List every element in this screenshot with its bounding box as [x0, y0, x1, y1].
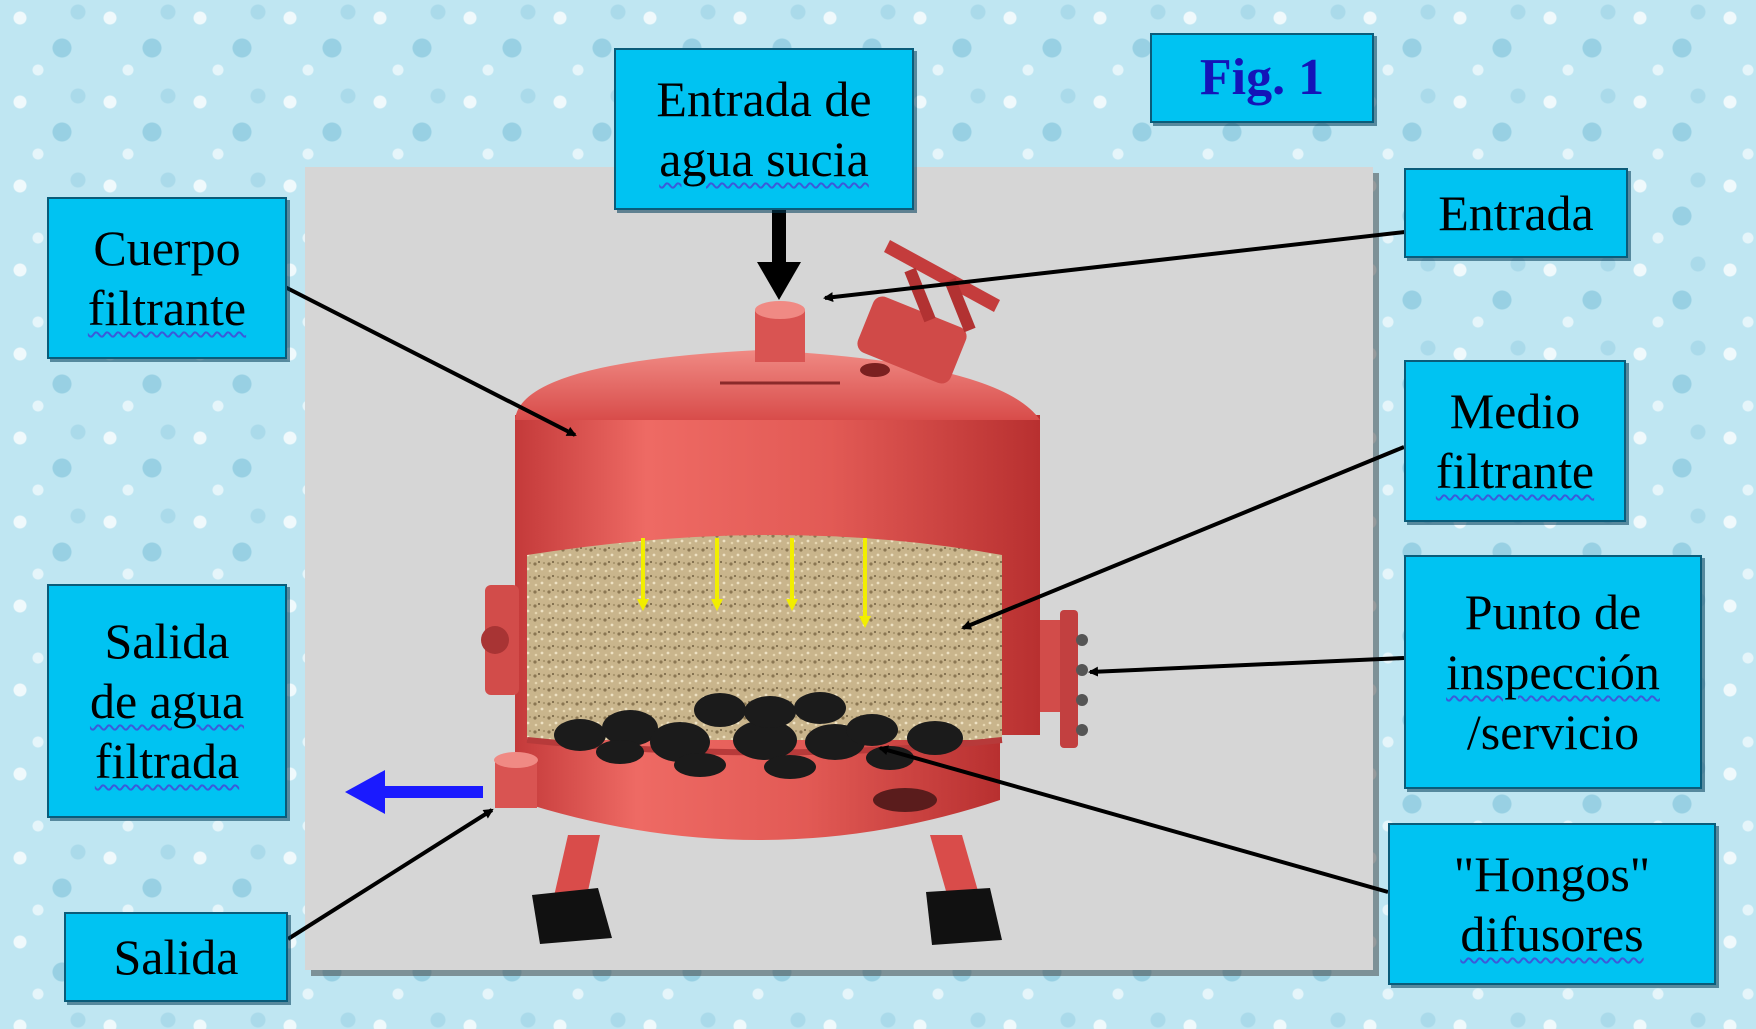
label-line: "Hongos"	[1453, 846, 1651, 902]
diffuser-mushrooms	[554, 692, 963, 779]
label-line: Salida	[113, 929, 239, 985]
label-hongos-difusores: "Hongos" difusores	[1388, 823, 1716, 985]
flow-arrows	[637, 538, 871, 628]
label-entrada: Entrada	[1404, 168, 1628, 258]
label-line: filtrante	[1435, 443, 1595, 499]
label-salida-agua-filtrada: Salida de agua filtrada	[47, 584, 287, 818]
label-line: agua sucia	[659, 131, 869, 187]
label-line: Entrada de	[656, 71, 872, 127]
label-line: inspección	[1446, 644, 1660, 700]
outlet-pipe	[494, 752, 538, 808]
figure-label: Fig. 1	[1150, 33, 1374, 123]
label-cuerpo-filtrante: Cuerpo filtrante	[47, 197, 287, 359]
label-line: Salida	[104, 613, 230, 669]
label-line: de agua	[89, 673, 245, 729]
label-line: Entrada	[1438, 185, 1594, 241]
inspection-port	[1040, 610, 1088, 748]
label-line: /servicio	[1466, 704, 1640, 760]
label-punto-inspeccion: Punto de inspección /servicio	[1404, 555, 1702, 789]
label-line: Punto de	[1464, 584, 1642, 640]
label-medio-filtrante: Medio filtrante	[1404, 360, 1626, 522]
figure-label-text: Fig. 1	[1199, 48, 1325, 106]
top-inlet-pipe	[755, 301, 805, 362]
outflow-arrow	[345, 770, 483, 814]
leader-lines	[284, 230, 1406, 941]
valve-handle	[857, 240, 1000, 384]
inflow-arrow	[757, 210, 801, 300]
left-flange	[481, 585, 519, 695]
label-line: difusores	[1460, 906, 1644, 962]
filter-media-sand	[527, 535, 1002, 740]
label-salida: Salida	[64, 912, 288, 1002]
label-line: filtrante	[87, 280, 247, 336]
tank-legs	[532, 835, 1002, 945]
label-line: Medio	[1449, 383, 1581, 439]
label-entrada-agua-sucia: Entrada de agua sucia	[614, 48, 914, 210]
label-line: Cuerpo	[93, 220, 241, 276]
label-line: filtrada	[94, 733, 240, 789]
